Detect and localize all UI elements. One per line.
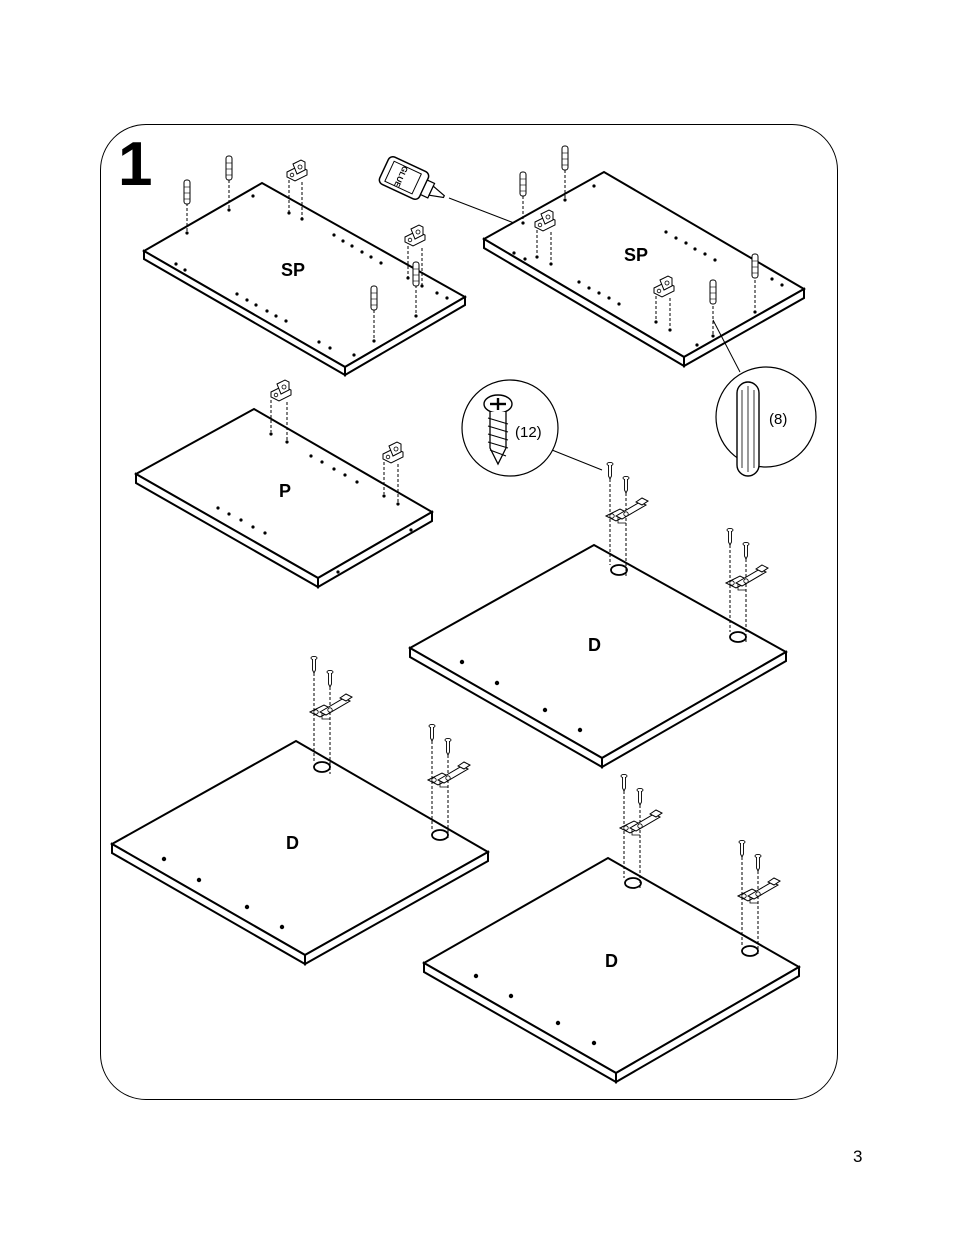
panel-label-sp-right: SP [624, 245, 648, 265]
screw-icon [607, 462, 613, 479]
hinge-icon [310, 694, 352, 719]
screw-icon [739, 840, 745, 857]
panel-p: P [136, 380, 432, 587]
glue-bottle-icon: GLUE [378, 155, 527, 228]
panel-sp-right: SP [484, 146, 804, 366]
screw-icon [743, 542, 749, 559]
shelf-support-icon [287, 160, 307, 181]
shelf-support-icon [405, 225, 425, 246]
screw-icon [429, 724, 435, 741]
dowel-icon [562, 146, 568, 170]
panel-label-p: P [279, 481, 291, 501]
screw-callout: (12) [462, 380, 602, 476]
dowel-icon [710, 280, 716, 304]
panel-d-right-bottom: D [424, 774, 799, 1082]
panel-d-right-top: D [410, 462, 786, 767]
screw-icon [311, 656, 317, 673]
dowel-icon [737, 382, 759, 476]
screw-icon [637, 788, 643, 805]
dowel-icon [371, 286, 377, 310]
screw-icon [623, 476, 629, 493]
screw-quantity: (12) [515, 424, 542, 441]
panel-label-d-left: D [286, 833, 299, 853]
hinge-icon [738, 878, 780, 903]
dowel-icon [184, 180, 190, 204]
screw-icon [445, 738, 451, 755]
dowel-icon [226, 156, 232, 180]
screw-icon [727, 528, 733, 545]
dowel-icon [520, 172, 526, 196]
hinge-icon [428, 762, 470, 787]
dowel-icon [752, 254, 758, 278]
screw-icon [755, 854, 761, 871]
panel-label-sp-left: SP [281, 260, 305, 280]
hinge-icon [620, 810, 662, 835]
panel-label-d-right-bottom: D [605, 951, 618, 971]
dowel-icon [413, 262, 419, 286]
shelf-support-icon [383, 442, 403, 463]
hinge-icon [726, 565, 768, 590]
dowel-quantity: (8) [769, 411, 787, 428]
shelf-support-icon [271, 380, 291, 401]
hinge-icon [606, 498, 648, 523]
screw-icon [621, 774, 627, 791]
panel-d-left: D [112, 656, 488, 964]
panel-label-d-right-top: D [588, 635, 601, 655]
dowel-callout: (8) [713, 320, 816, 476]
screw-icon [327, 670, 333, 687]
